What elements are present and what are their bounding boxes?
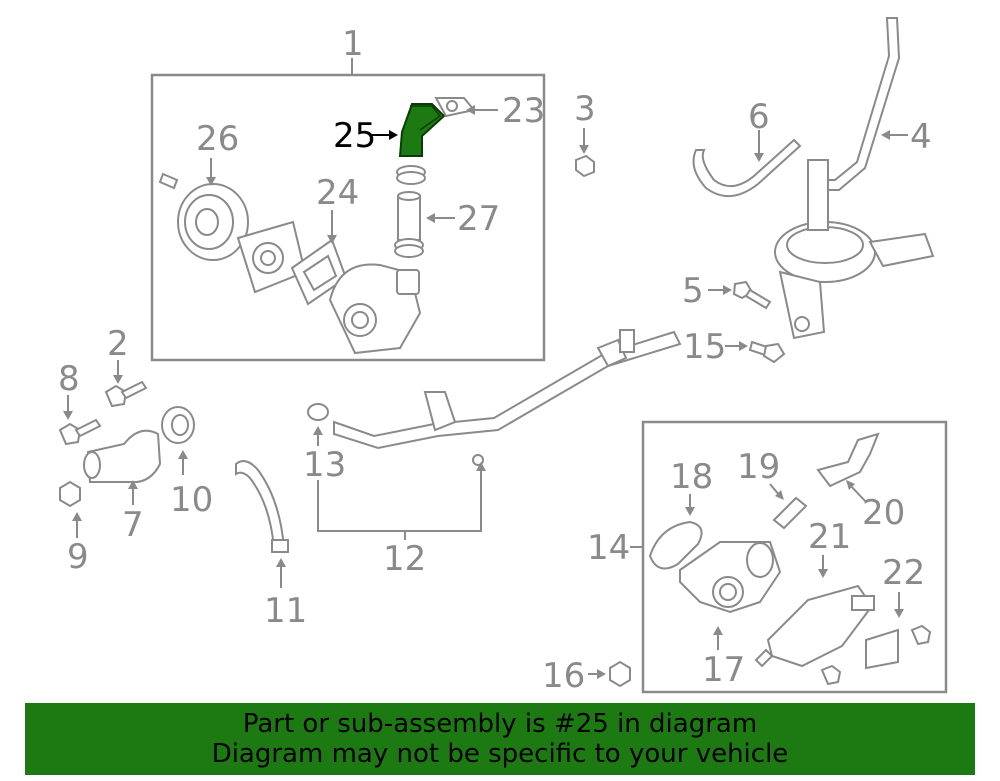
callout-4: 4 xyxy=(910,117,932,157)
thermostat-housing-part xyxy=(328,263,422,355)
callout-16: 16 xyxy=(542,656,585,696)
callout-26: 26 xyxy=(196,119,239,159)
bolt-8-part xyxy=(58,418,102,446)
inlet-7-part xyxy=(83,429,162,484)
callout-14: 14 xyxy=(587,528,630,568)
water-pump-part xyxy=(236,220,307,294)
callout-12: 12 xyxy=(383,539,426,579)
banner-line-2: Diagram may not be specific to your vehi… xyxy=(211,739,789,769)
fitting-19-part xyxy=(772,496,808,530)
gasket-23-part xyxy=(434,97,476,118)
bolt-5-part xyxy=(732,280,772,310)
callout-10: 10 xyxy=(170,480,213,520)
callout-20: 20 xyxy=(862,493,905,533)
nut-9-part xyxy=(59,480,81,508)
callout-18: 18 xyxy=(670,457,713,497)
pipe-4-part xyxy=(824,17,901,191)
housing-17-part xyxy=(679,541,782,614)
callout-23: 23 xyxy=(502,91,545,131)
callout-1: 1 xyxy=(342,24,364,64)
callout-9: 9 xyxy=(67,537,89,577)
callout-6: 6 xyxy=(748,97,770,137)
callout-5: 5 xyxy=(682,271,704,311)
pulley-part xyxy=(158,172,249,261)
callout-17: 17 xyxy=(702,650,745,690)
callout-24: 24 xyxy=(316,173,359,213)
assembly-14-box xyxy=(641,420,948,694)
callout-3: 3 xyxy=(574,89,596,129)
hose-6-part xyxy=(692,138,802,197)
callout-15: 15 xyxy=(683,327,726,367)
oring-13-part xyxy=(307,403,329,421)
callout-22: 22 xyxy=(882,553,925,593)
info-banner: Part or sub-assembly is #25 in diagram D… xyxy=(25,703,975,775)
outlet-21-part xyxy=(754,584,875,668)
gasket-24-part xyxy=(290,238,348,306)
callout-2: 2 xyxy=(107,324,129,364)
electric-pump-part xyxy=(774,159,935,340)
callout-13: 13 xyxy=(303,445,346,485)
callout-8: 8 xyxy=(58,359,80,399)
gasket-18-part xyxy=(648,520,703,570)
nut-16-part xyxy=(609,660,631,688)
bracket-12 xyxy=(317,470,482,532)
bracket-22-part xyxy=(865,628,899,670)
bolt-15-part xyxy=(748,340,786,364)
hose-11-part xyxy=(235,460,286,549)
callout-21: 21 xyxy=(808,517,851,557)
callout-11: 11 xyxy=(264,591,307,631)
callout-25-highlighted: 25 xyxy=(333,116,376,156)
hose-27-part xyxy=(394,165,426,258)
outlet-25-highlighted-part xyxy=(398,103,446,157)
callout-19: 19 xyxy=(737,447,780,487)
banner-line-1: Part or sub-assembly is #25 in diagram xyxy=(242,709,758,739)
nut-3-part xyxy=(575,154,595,178)
callout-27: 27 xyxy=(457,199,500,239)
thermostat-10-part xyxy=(161,406,195,444)
sensor-20-part xyxy=(816,432,880,488)
bolt-2-part xyxy=(104,380,148,408)
callout-7: 7 xyxy=(122,505,144,545)
assembly-1-box xyxy=(150,73,546,362)
